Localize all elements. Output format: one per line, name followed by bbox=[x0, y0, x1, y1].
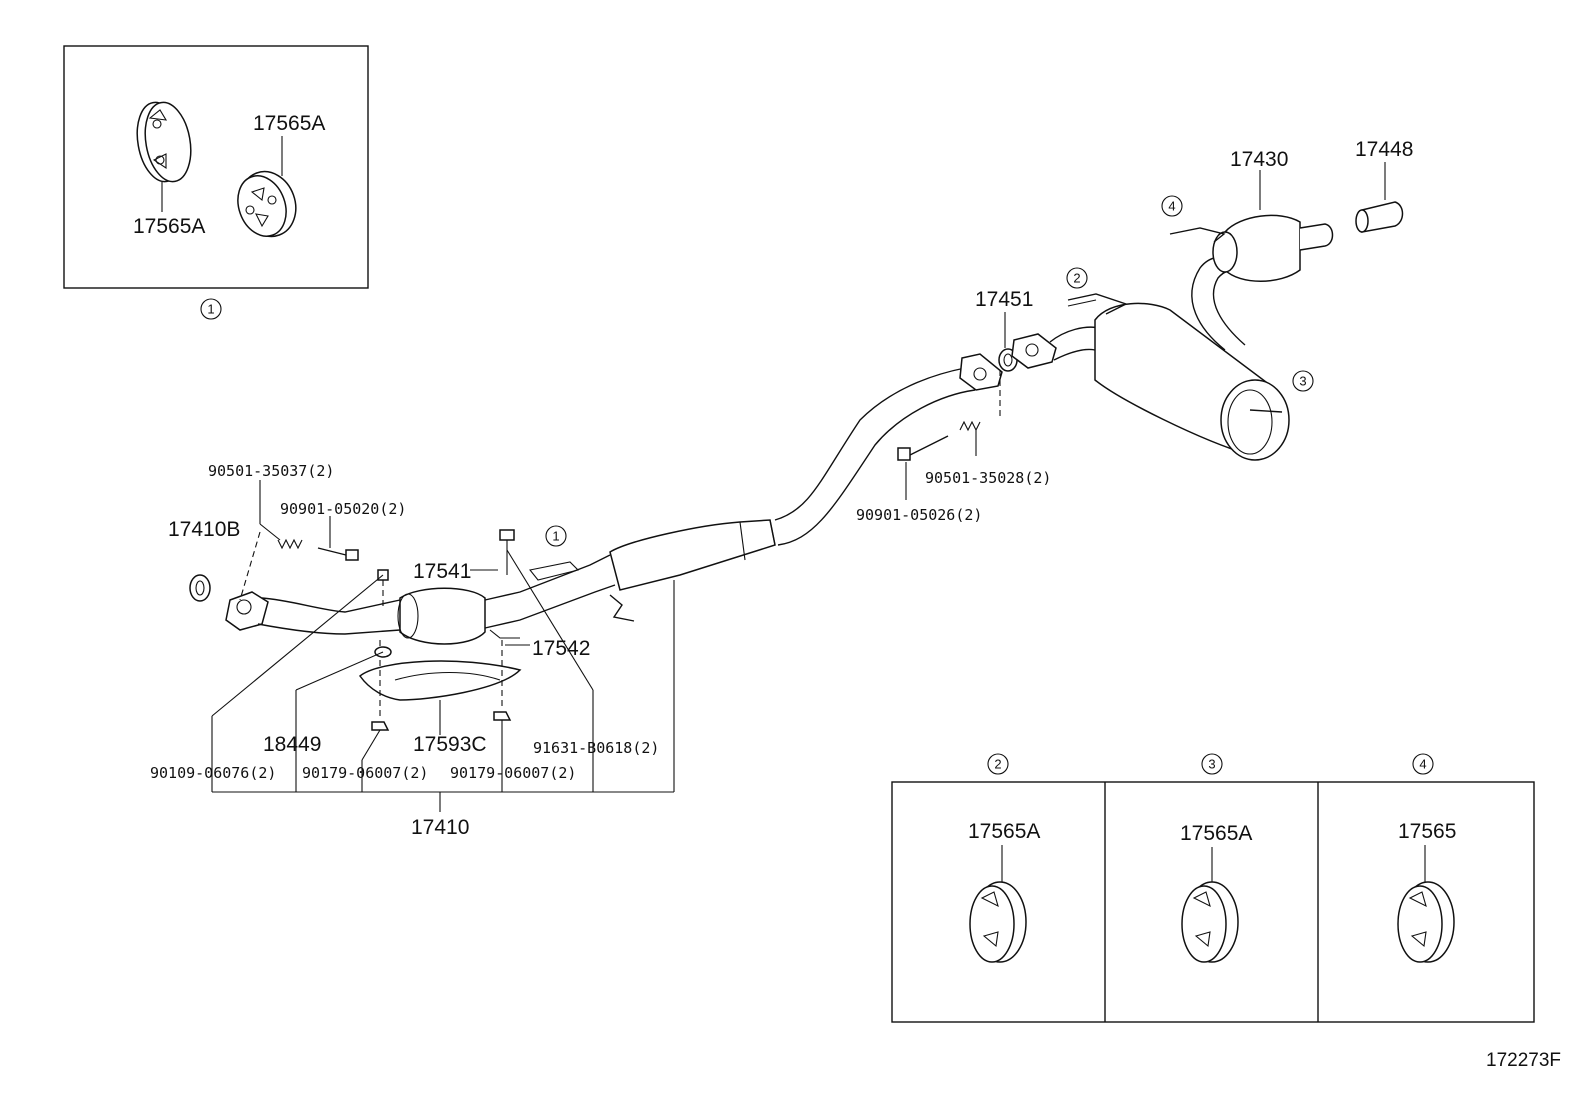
svg-text:2: 2 bbox=[1073, 271, 1080, 286]
callout-3-marker: 3 bbox=[1292, 370, 1314, 392]
bolt-icon bbox=[317, 547, 359, 561]
part-label-17448: 17448 bbox=[1355, 138, 1413, 161]
heat-insulator bbox=[358, 660, 522, 701]
svg-text:3: 3 bbox=[1208, 757, 1215, 772]
part-label-17410B: 17410B bbox=[168, 518, 240, 541]
part-label-17451: 17451 bbox=[975, 288, 1033, 311]
part-label-17565A-left: 17565A bbox=[133, 215, 205, 238]
part-label-90901-05026: 90901-05026(2) bbox=[856, 506, 982, 524]
svg-text:2: 2 bbox=[994, 757, 1001, 772]
svg-text:4: 4 bbox=[1419, 757, 1426, 772]
part-label-box2: 17565A bbox=[968, 820, 1040, 843]
svg-text:3: 3 bbox=[1299, 374, 1306, 389]
hanger-rubber-icon bbox=[1397, 881, 1455, 963]
diagram-id: 172273F bbox=[1486, 1050, 1561, 1071]
tail-pipe-tip bbox=[1355, 201, 1404, 233]
hanger-rubber-icon bbox=[1181, 881, 1239, 963]
part-label-17542: 17542 bbox=[532, 637, 590, 660]
part-label-box4: 17565 bbox=[1398, 820, 1456, 843]
part-label-90109-06076: 90109-06076(2) bbox=[150, 764, 276, 782]
spring-icon bbox=[959, 420, 981, 432]
bolt-icon bbox=[897, 435, 949, 461]
part-label-90179-06007-left: 90179-06007(2) bbox=[302, 764, 428, 782]
svg-text:1: 1 bbox=[207, 302, 214, 317]
part-label-17593C: 17593C bbox=[413, 733, 487, 756]
part-label-90901-05020: 90901-05020(2) bbox=[280, 500, 406, 518]
part-label-box3: 17565A bbox=[1180, 822, 1252, 845]
part-label-17541: 17541 bbox=[413, 560, 471, 583]
nut-icon bbox=[493, 640, 512, 721]
svg-text:1: 1 bbox=[552, 529, 559, 544]
part-label-90179-06007-right: 90179-06007(2) bbox=[450, 764, 576, 782]
callout-4-marker: 4 bbox=[1412, 753, 1434, 775]
bolt-icon bbox=[499, 529, 515, 575]
part-label-17565A-right: 17565A bbox=[253, 112, 325, 135]
front-exhaust-pipe bbox=[225, 353, 1003, 645]
part-label-90501-35028: 90501-35028(2) bbox=[925, 469, 1051, 487]
spring-icon bbox=[277, 538, 303, 550]
gasket-icon bbox=[189, 574, 211, 602]
main-muffler bbox=[1011, 293, 1290, 461]
part-label-17410: 17410 bbox=[411, 816, 469, 839]
callout-4-marker: 4 bbox=[1161, 195, 1183, 217]
part-label-18449: 18449 bbox=[263, 733, 321, 756]
tail-pipe bbox=[1169, 214, 1334, 351]
inset-box-2-3-4 bbox=[891, 781, 1535, 1023]
svg-text:4: 4 bbox=[1168, 199, 1175, 214]
part-label-90501-35037: 90501-35037(2) bbox=[208, 462, 334, 480]
leader-lines bbox=[211, 549, 675, 812]
callout-3-marker: 3 bbox=[1201, 753, 1223, 775]
part-label-91631-B0618: 91631-B0618(2) bbox=[533, 739, 659, 757]
hanger-rubber-icon bbox=[136, 101, 192, 183]
hanger-rubber-icon bbox=[237, 170, 297, 238]
inset-box-1: 17565A 17565A bbox=[63, 45, 369, 289]
callout-2-marker: 2 bbox=[1066, 267, 1088, 289]
callout-1-marker: 1 bbox=[545, 525, 567, 547]
callout-1-marker: 1 bbox=[200, 298, 222, 320]
callout-2-marker: 2 bbox=[987, 753, 1009, 775]
part-label-17430: 17430 bbox=[1230, 148, 1288, 171]
hanger-rubber-icon bbox=[969, 881, 1027, 963]
